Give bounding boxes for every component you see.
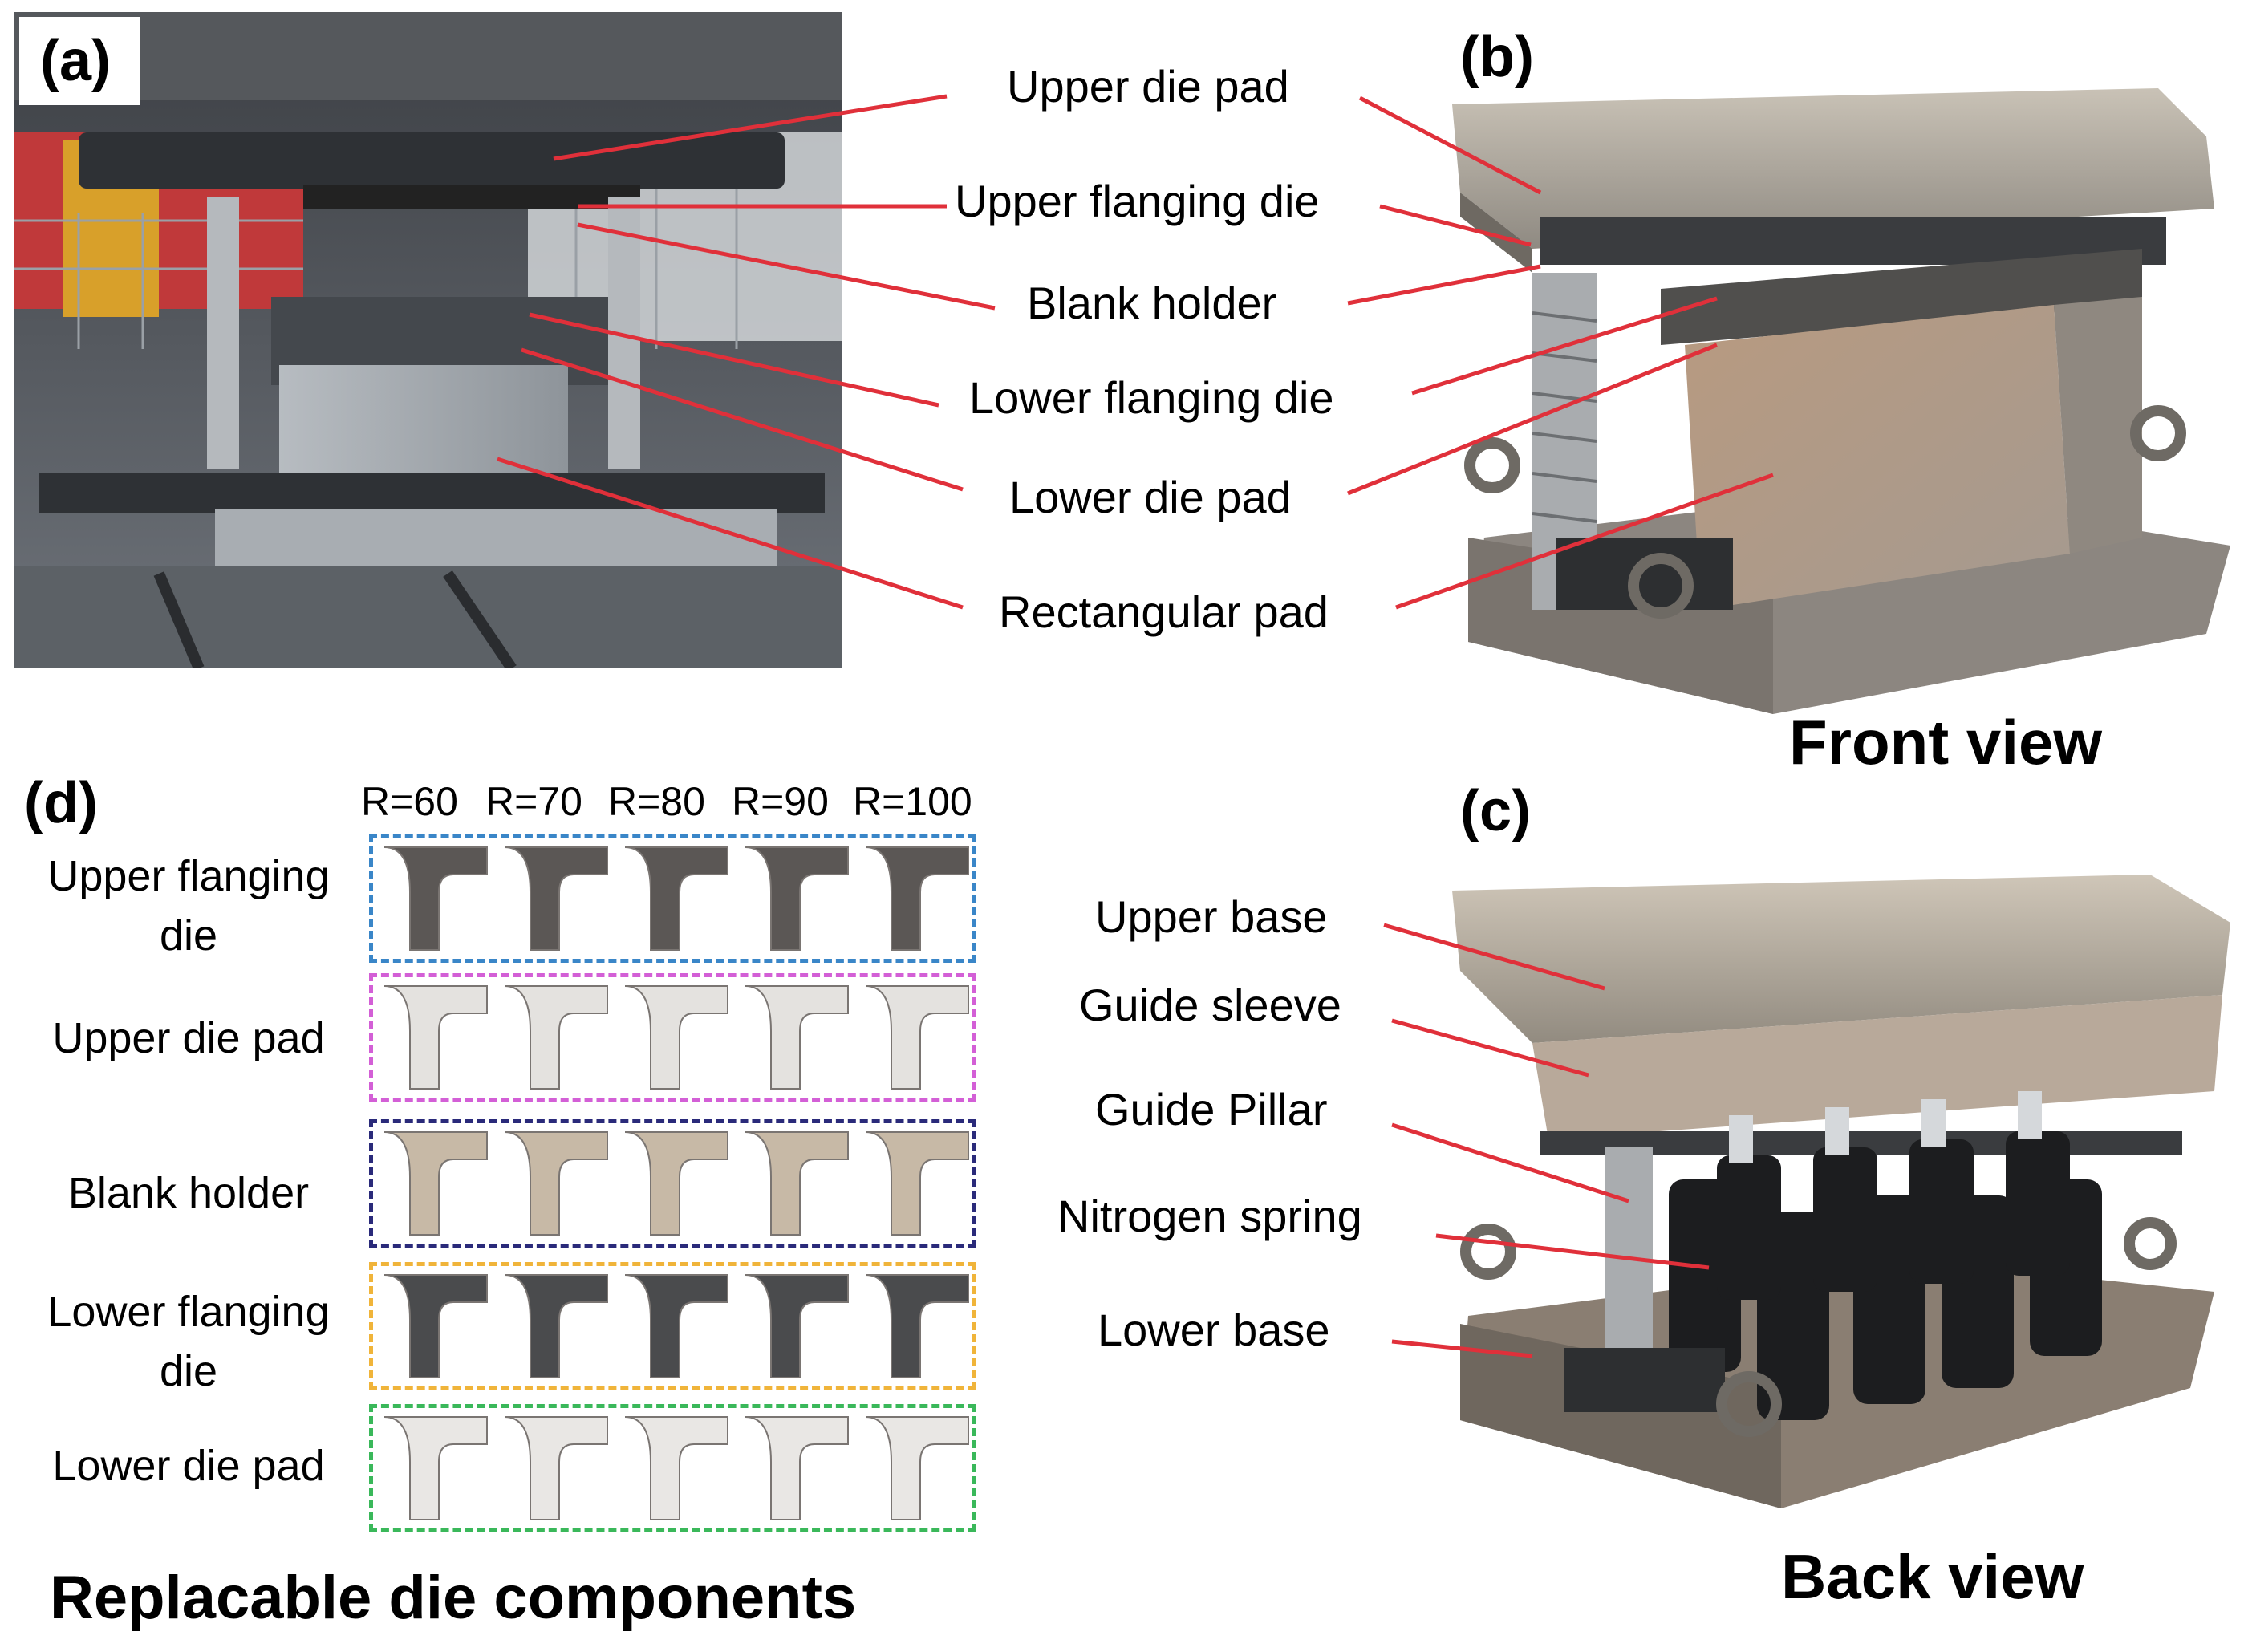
component-shape — [624, 846, 728, 951]
row-label-blank-holder: Blank holder — [16, 1163, 361, 1223]
component-row-box — [369, 1262, 976, 1390]
component-shape — [624, 1131, 728, 1236]
label-blank-holder: Blank holder — [1027, 278, 1277, 328]
component-shape — [383, 846, 488, 951]
photo-press-setup-drawing — [14, 12, 842, 668]
component-row-box — [369, 834, 976, 963]
component-shape — [745, 1416, 849, 1520]
photo-die-back-drawing — [1452, 875, 2230, 1508]
component-shape — [865, 985, 969, 1090]
component-sample — [745, 1274, 849, 1378]
radius-header-4: R=100 — [853, 779, 972, 824]
label-upper-base: Upper base — [1095, 891, 1328, 942]
panel-d-letter: (d) — [24, 771, 98, 835]
component-shape — [624, 1274, 728, 1378]
component-sample — [504, 1131, 608, 1236]
component-shape — [383, 1131, 488, 1236]
component-sample — [865, 985, 969, 1090]
component-sample — [504, 1416, 608, 1520]
panel-b-letter: (b) — [1460, 25, 1534, 89]
component-shape — [865, 1274, 969, 1378]
component-shape — [504, 1131, 608, 1236]
component-shape — [624, 1416, 728, 1520]
row-label-lower-flanging-die: Lower flanging die — [16, 1282, 361, 1401]
caption-replacable-components: Replacable die components — [50, 1564, 857, 1632]
panel-a-letter: (a) — [40, 29, 111, 93]
row-label-4-line1: Lower die pad — [52, 1442, 325, 1490]
radius-header-3: R=90 — [732, 779, 829, 824]
component-sample — [865, 1416, 969, 1520]
component-sample — [865, 846, 969, 951]
label-rectangular-pad: Rectangular pad — [999, 587, 1329, 637]
component-sample — [624, 985, 728, 1090]
component-shape — [745, 985, 849, 1090]
component-shape — [865, 846, 969, 951]
label-nitrogen-spring: Nitrogen spring — [1057, 1191, 1362, 1241]
radius-header-1: R=70 — [485, 779, 582, 824]
component-shape — [383, 1416, 488, 1520]
component-sample — [624, 1131, 728, 1236]
radius-header-0: R=60 — [361, 779, 458, 824]
component-shape — [865, 1416, 969, 1520]
component-shape — [745, 1274, 849, 1378]
component-sample — [504, 846, 608, 951]
row-label-0-line1: Upper flanging — [47, 852, 330, 900]
component-sample — [504, 1274, 608, 1378]
component-shape — [865, 1131, 969, 1236]
component-sample — [745, 985, 849, 1090]
component-sample — [745, 1416, 849, 1520]
panel-c-letter: (c) — [1460, 779, 1531, 843]
component-sample — [624, 1274, 728, 1378]
photo-die-back — [1444, 875, 2238, 1508]
component-shape — [504, 1274, 608, 1378]
component-sample — [383, 1274, 488, 1378]
row-label-upper-die-pad: Upper die pad — [16, 1009, 361, 1068]
component-shape — [383, 985, 488, 1090]
component-sample — [624, 846, 728, 951]
component-sample — [383, 985, 488, 1090]
label-lower-die-pad: Lower die pad — [1009, 472, 1292, 522]
caption-back-view: Back view — [1781, 1541, 2084, 1612]
radius-header-2: R=80 — [608, 779, 705, 824]
component-shape — [504, 985, 608, 1090]
panel-a-letter-bg — [19, 17, 140, 105]
component-sample — [624, 1416, 728, 1520]
row-label-1-line1: Upper die pad — [52, 1014, 325, 1062]
component-row-box — [369, 973, 976, 1102]
component-sample — [504, 985, 608, 1090]
component-sample — [383, 1416, 488, 1520]
photo-die-front-drawing — [1452, 88, 2230, 714]
component-row-box — [369, 1404, 976, 1532]
row-label-3-line2: die — [159, 1347, 218, 1395]
component-shape — [504, 1416, 608, 1520]
label-lower-flanging-die: Lower flanging die — [969, 372, 1334, 423]
component-sample — [745, 846, 849, 951]
label-lower-base: Lower base — [1098, 1305, 1330, 1355]
label-guide-sleeve: Guide sleeve — [1079, 980, 1341, 1030]
component-sample — [865, 1274, 969, 1378]
component-row-box — [369, 1119, 976, 1248]
row-label-upper-flanging-die: Upper flanging die — [16, 846, 361, 965]
row-label-3-line1: Lower flanging — [47, 1288, 330, 1336]
component-shape — [624, 985, 728, 1090]
label-upper-flanging-die: Upper flanging die — [955, 176, 1320, 226]
component-shape — [745, 846, 849, 951]
photo-die-front — [1436, 88, 2230, 714]
row-label-0-line2: die — [159, 911, 218, 960]
label-upper-die-pad: Upper die pad — [1007, 61, 1289, 112]
component-sample — [745, 1131, 849, 1236]
row-label-2-line1: Blank holder — [67, 1169, 310, 1217]
component-shape — [504, 846, 608, 951]
component-shape — [383, 1274, 488, 1378]
photo-press-setup: (a) — [14, 12, 842, 668]
component-shape — [745, 1131, 849, 1236]
row-label-lower-die-pad: Lower die pad — [16, 1436, 361, 1496]
component-sample — [865, 1131, 969, 1236]
caption-front-view: Front view — [1789, 707, 2103, 777]
label-guide-pillar: Guide Pillar — [1095, 1084, 1328, 1134]
component-sample — [383, 1131, 488, 1236]
component-sample — [383, 846, 488, 951]
